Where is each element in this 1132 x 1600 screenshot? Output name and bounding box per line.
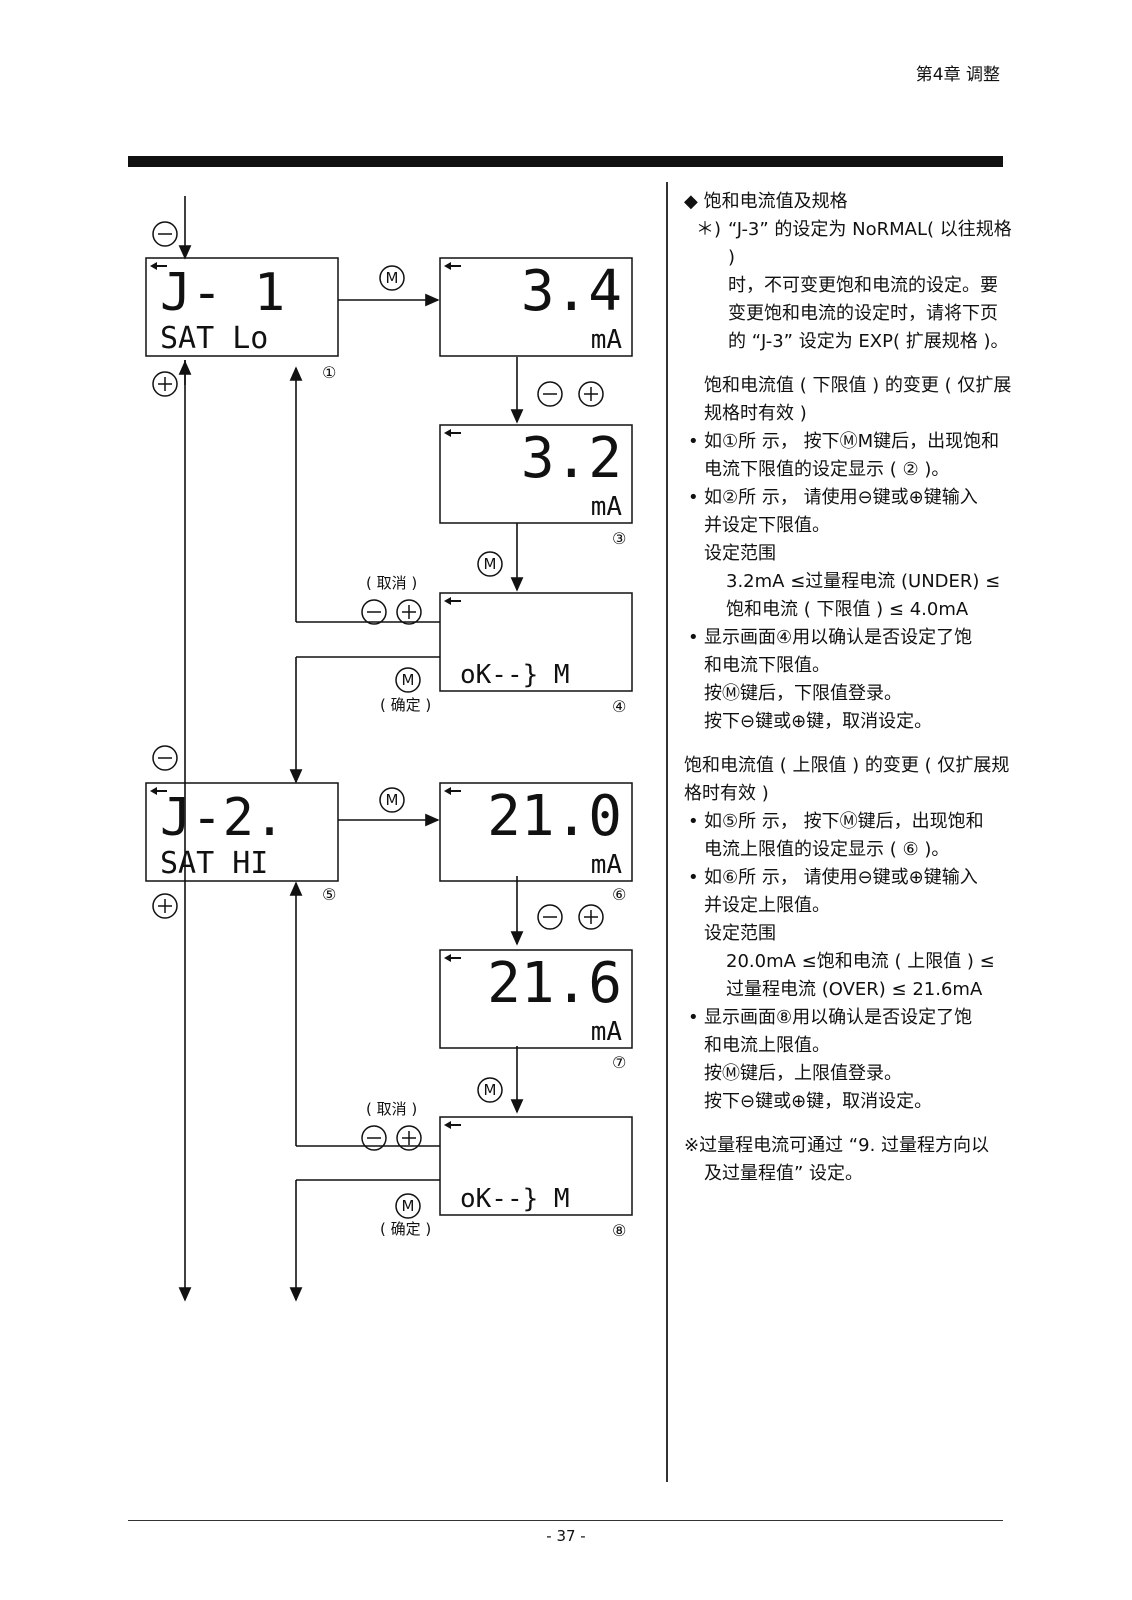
label-num-5: ⑤ [322,885,336,904]
m-key-icon [477,551,503,577]
plus-key-icon [578,904,604,930]
confirm-label: ( 确定 ) [380,1220,431,1238]
plus-key-icon [152,893,178,919]
flow-diagram: J- 1 SAT Lo 3.4 mA 3.2 mA oK--} M J-2. S… [145,196,633,1302]
top-rule [128,156,1003,167]
label-num-7: ⑦ [612,1053,626,1072]
minus-key-icon [537,381,563,407]
m-key-icon [379,787,405,813]
m-key-icon [395,1193,421,1219]
plus-key-icon [396,1125,422,1151]
label-num-8: ⑧ [612,1221,626,1240]
m-key-label: M [402,671,415,689]
lower-limit-section: 饱和电流值 ( 下限值 ) 的变更 ( 仅扩展 规格时有效 ) [704,375,1012,424]
m-key-icon [395,667,421,693]
lcd-j2-line2: SAT HI [160,846,268,881]
minus-key-icon [537,904,563,930]
chapter-header: 第4章 调整 [915,65,1000,85]
lcd-v210-line2: mA [591,850,623,880]
minus-key-icon [361,1125,387,1151]
m-key-icon [477,1077,503,1103]
lcd-ok2 [439,1116,633,1216]
lcd-ok1-line2: oK--} M [460,660,570,690]
plus-key-icon [396,599,422,625]
lcd-v34-line2: mA [591,325,623,355]
lcd-j1 [145,257,339,357]
label-num-3: ③ [612,529,626,548]
lcd-v34-line1: 3.4 [521,259,622,324]
section-title: ◆ 饱和电流值及规格 [684,191,848,212]
lcd-v216 [439,949,633,1049]
label-num-4: ④ [612,697,626,716]
plus-key-icon [578,381,604,407]
lcd-v210 [439,782,633,882]
back-arrow-icons [150,262,461,1129]
confirm-label: ( 确定 ) [380,696,431,714]
column-divider [666,182,668,1482]
plus-key-icon [152,371,178,397]
m-key-label: M [484,1081,497,1099]
minus-key-icon [152,745,178,771]
lcd-j1-line2: SAT Lo [160,321,268,356]
lcd-j2 [145,782,339,882]
m-key-label: M [386,269,399,287]
lcd-v210-line1: 21.0 [487,784,622,849]
minus-key-icon [361,599,387,625]
lcd-v216-line1: 21.6 [487,951,622,1016]
cancel-label: ( 取消 ) [366,574,417,592]
footnote: ※过量程电流可通过 “9. 过量程方向以 [684,1135,990,1156]
label-num-6: ⑥ [612,885,626,904]
lcd-ok1 [439,592,633,692]
footer-rule [128,1520,1003,1521]
explanation-text: ◆ 饱和电流值及规格 ＊) “J-3” 的设定为 NoRMAL( 以往规格 ) … [684,188,1019,1188]
cancel-label: ( 取消 ) [366,1100,417,1118]
label-num-1: ① [322,363,336,382]
upper-limit-section: 饱和电流值 ( 上限值 ) 的变更 ( 仅扩展规 格时有效 ) [684,755,1010,804]
minus-key-icon [152,221,178,247]
lcd-j2-line1: J-2. [160,788,285,848]
m-key-icon [379,265,405,291]
lcd-v32 [439,424,633,524]
m-key-label: M [386,791,399,809]
m-key-label: M [484,555,497,573]
lcd-v216-line2: mA [591,1017,623,1047]
lcd-v34 [439,257,633,357]
lcd-j1-line1: J- 1 [160,263,285,323]
lcd-v32-line2: mA [591,492,623,522]
page-number: - 37 - [546,1527,586,1545]
lcd-v32-line1: 3.2 [521,426,622,491]
lcd-ok2-line2: oK--} M [460,1184,570,1214]
m-key-label: M [402,1197,415,1215]
note: ＊) “J-3” 的设定为 NoRMAL( 以往规格 ) 时，不可变更饱和电流的… [696,219,1012,352]
